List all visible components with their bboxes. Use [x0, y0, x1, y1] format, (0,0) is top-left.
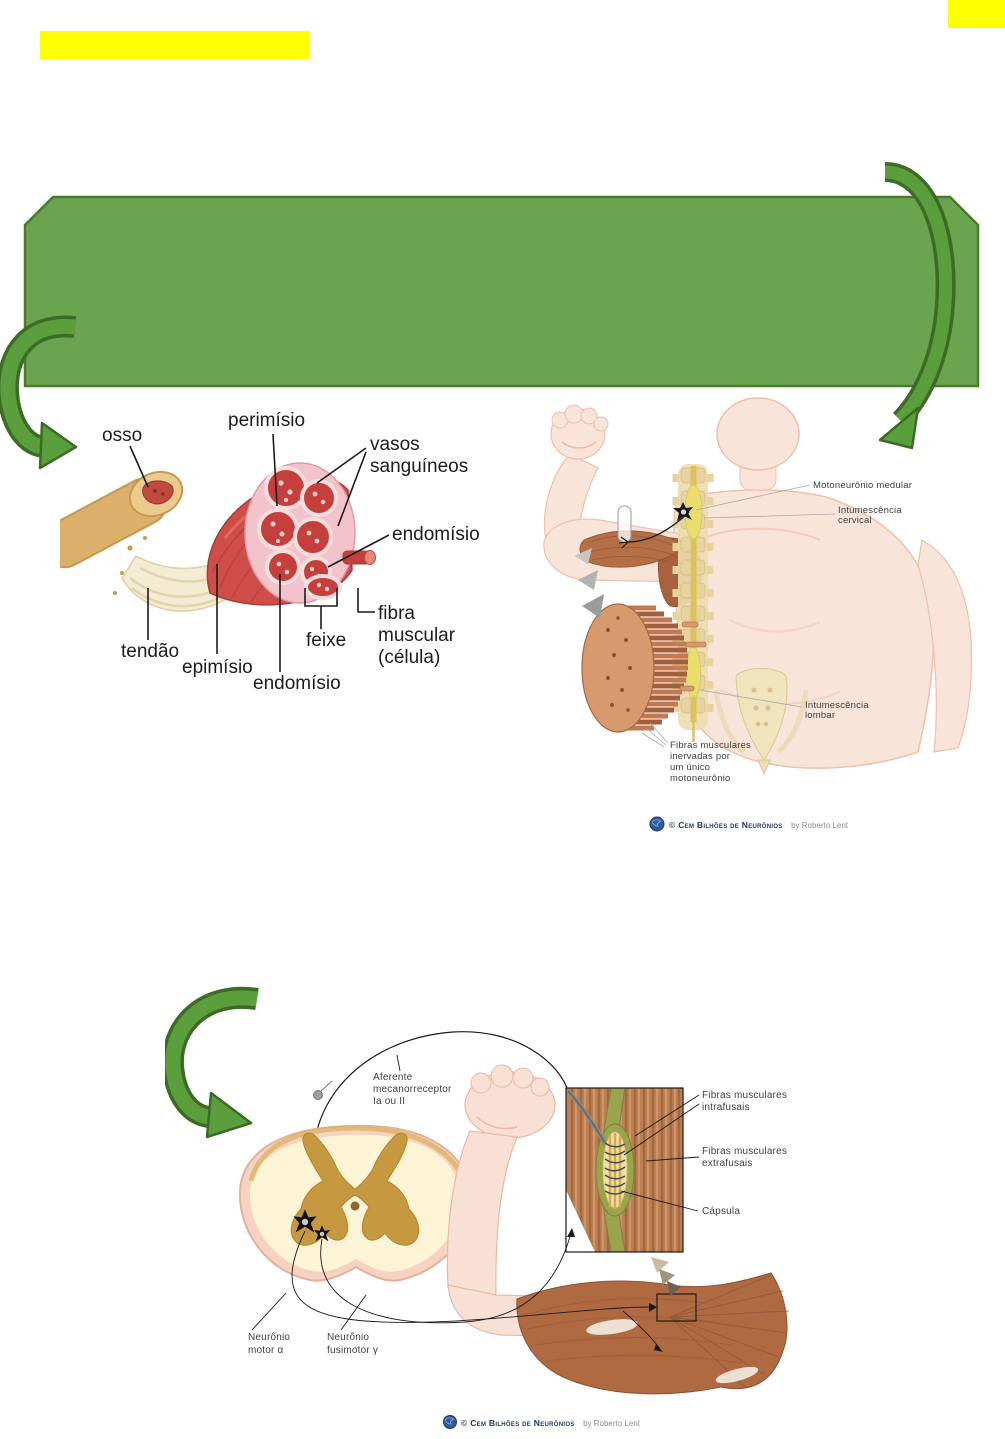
credit-text: © Cem Bilhões de Neurônios by Roberto Le… — [669, 815, 849, 832]
label-neuronio-motor-alfa: Neurônio motor α — [248, 1332, 293, 1356]
bone-illustration — [60, 470, 184, 595]
magnified-region-box — [656, 1293, 697, 1322]
curved-arrow-left-icon — [0, 315, 78, 470]
label-intumescencia-lombar: Intumescência lombar — [805, 700, 872, 721]
gray-matter-butterfly — [290, 1132, 420, 1246]
muscle-cross-section-illustration — [244, 462, 376, 604]
fig2-leader-lines — [641, 484, 836, 748]
fig3-leader-lines — [251, 1054, 700, 1331]
highlight-title-bar — [40, 31, 310, 59]
muscle-fiber-disc-illustration — [581, 603, 707, 733]
forearm-muscle-illustration — [516, 1272, 790, 1395]
fig1-leader-lines — [129, 433, 390, 672]
banner-decoration-layer — [0, 162, 980, 470]
label-aferente: Aferente mecanorreceptor Ia ou II — [373, 1072, 455, 1107]
label-fibra-muscular: fibra muscular (célula) — [378, 603, 460, 668]
label-capsula: Cápsula — [702, 1206, 740, 1217]
muscle-spindle-inset — [565, 1087, 684, 1253]
gray-chevron-arrows — [574, 548, 604, 618]
motor-fiber-lines — [291, 1228, 663, 1352]
curved-arrow-bottom-icon — [165, 986, 259, 1139]
label-endomisio-right: endomísio — [392, 524, 480, 545]
label-fibras-intrafusais: Fibras musculares intrafusais — [702, 1090, 790, 1113]
tan-chevron-arrows — [651, 1257, 681, 1296]
afferent-fiber-line — [312, 1031, 570, 1178]
label-motoneuronio-medular: Motoneurônio medular — [813, 480, 912, 491]
label-perimisio: perimísio — [228, 410, 305, 431]
label-tendao: tendão — [121, 641, 179, 662]
motoneuron-and-nerve — [618, 502, 693, 549]
label-endomisio-bottom: endomísio — [253, 673, 341, 694]
flexed-arm-illustration — [446, 1064, 790, 1395]
label-fibras-inervadas: Fibras musculares inervadas por um único… — [670, 740, 754, 784]
label-intumescencia-cervical: Intumescência cervical — [838, 505, 905, 526]
credit-line: © Cem Bilhões de Neurônios by Roberto Le… — [443, 1413, 641, 1430]
spine-illustration — [672, 464, 714, 742]
annulospiral-ending — [604, 1142, 626, 1195]
figure-muscle-structure: osso perimísio vasos sanguíneos endomísi… — [60, 410, 480, 694]
label-feixe: feixe — [306, 630, 346, 651]
spinal-cord-cross-section — [238, 1124, 473, 1282]
sacrum-illustration — [713, 668, 809, 776]
figure-motor-unit: Motoneurônio medular Intumescência cervi… — [543, 397, 973, 832]
receptor-dot — [313, 1090, 323, 1100]
highlight-corner-bar — [948, 0, 1005, 28]
green-banner-box — [23, 195, 980, 388]
fist-illustration — [550, 404, 609, 460]
label-vasos-sanguineos: vasos sanguíneos — [370, 434, 468, 477]
label-osso: osso — [102, 425, 142, 446]
curved-arrow-right-icon — [878, 162, 956, 450]
label-fibras-extrafusais: Fibras musculares extrafusais — [702, 1146, 790, 1169]
alpha-motoneuron-star — [293, 1209, 317, 1233]
label-epimisio: epimísio — [182, 657, 253, 678]
label-neuronio-fusimotor-gama: Neurônio fusimotor γ — [327, 1332, 378, 1356]
figure-muscle-spindle: Aferente mecanorreceptor Ia ou II Fibras… — [165, 986, 790, 1430]
credit-line: © Cem Bilhões de Neurônios by Roberto Le… — [649, 815, 849, 832]
gamma-motoneuron-star — [314, 1225, 330, 1242]
credit-text: © Cem Bilhões de Neurônios by Roberto Le… — [461, 1413, 641, 1430]
fist-illustration — [464, 1064, 556, 1139]
arm-muscle-illustration — [579, 505, 703, 607]
central-canal — [350, 1201, 360, 1211]
